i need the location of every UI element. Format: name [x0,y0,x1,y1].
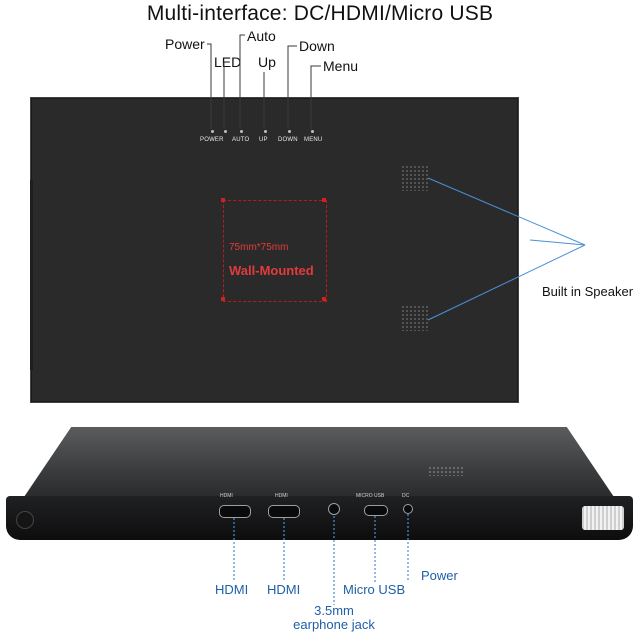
label-power: Power [165,36,205,52]
panel-label-auto: AUTO [232,137,250,143]
panel-label-power: POWER [200,137,224,143]
label-hdmi-1: HDMI [215,582,249,597]
mount-size-text: 75mm*75mm [229,242,289,253]
speaker-label: Built in Speaker [542,284,634,299]
label-earphone-line2: earphone jack [293,617,375,632]
speaker-grille-top-icon [401,165,429,191]
panel-label-menu: MENU [304,137,323,143]
mount-screw-hole [221,198,225,202]
label-auto: Auto [247,28,276,44]
label-micro-usb: Micro USB [343,582,406,597]
mount-screw-hole [221,297,225,301]
panel-side-edge [30,180,33,370]
panel-label-down: DOWN [278,137,298,143]
micro-usb-port[interactable] [364,505,388,516]
mount-screw-hole [322,297,326,301]
silk-hdmi-1: HDMI [220,493,233,499]
menu-button[interactable] [311,130,314,133]
side-speaker-grille-icon [582,506,624,530]
panel-label-up: UP [259,137,268,143]
page-title: Multi-interface: DC/HDMI/Micro USB [146,2,494,25]
down-button[interactable] [288,130,291,133]
label-earphone-jack: 3.5mm earphone jack [289,604,379,632]
earphone-jack[interactable] [328,503,340,515]
silk-dc: DC [402,493,410,499]
label-power-port: Power [421,568,458,583]
hdmi-port-1[interactable] [219,505,251,518]
vent-icon [428,466,464,476]
hdmi-port-2[interactable] [268,505,300,518]
mount-screw-hole [322,198,326,202]
auto-button[interactable] [240,130,243,133]
knob-icon[interactable] [16,511,34,529]
speaker-grille-bottom-icon [401,305,429,331]
silk-hdmi-2: HDMI [275,493,288,499]
mount-label: Wall-Mounted [229,263,314,278]
label-up: Up [258,54,276,70]
wall-mount-area [223,200,327,302]
monitor-top-surface [24,427,614,497]
label-led: LED [214,54,242,70]
dc-power-port[interactable] [403,504,413,514]
label-down: Down [299,38,335,54]
label-hdmi-2: HDMI [267,582,301,597]
monitor-side-edge [6,496,633,540]
silk-micro-usb: MICRO USB [356,493,385,499]
label-menu: Menu [323,58,359,74]
label-earphone-line1: 3.5mm [314,603,354,618]
up-button[interactable] [264,130,267,133]
power-button[interactable] [211,130,214,133]
led-indicator [224,130,227,133]
